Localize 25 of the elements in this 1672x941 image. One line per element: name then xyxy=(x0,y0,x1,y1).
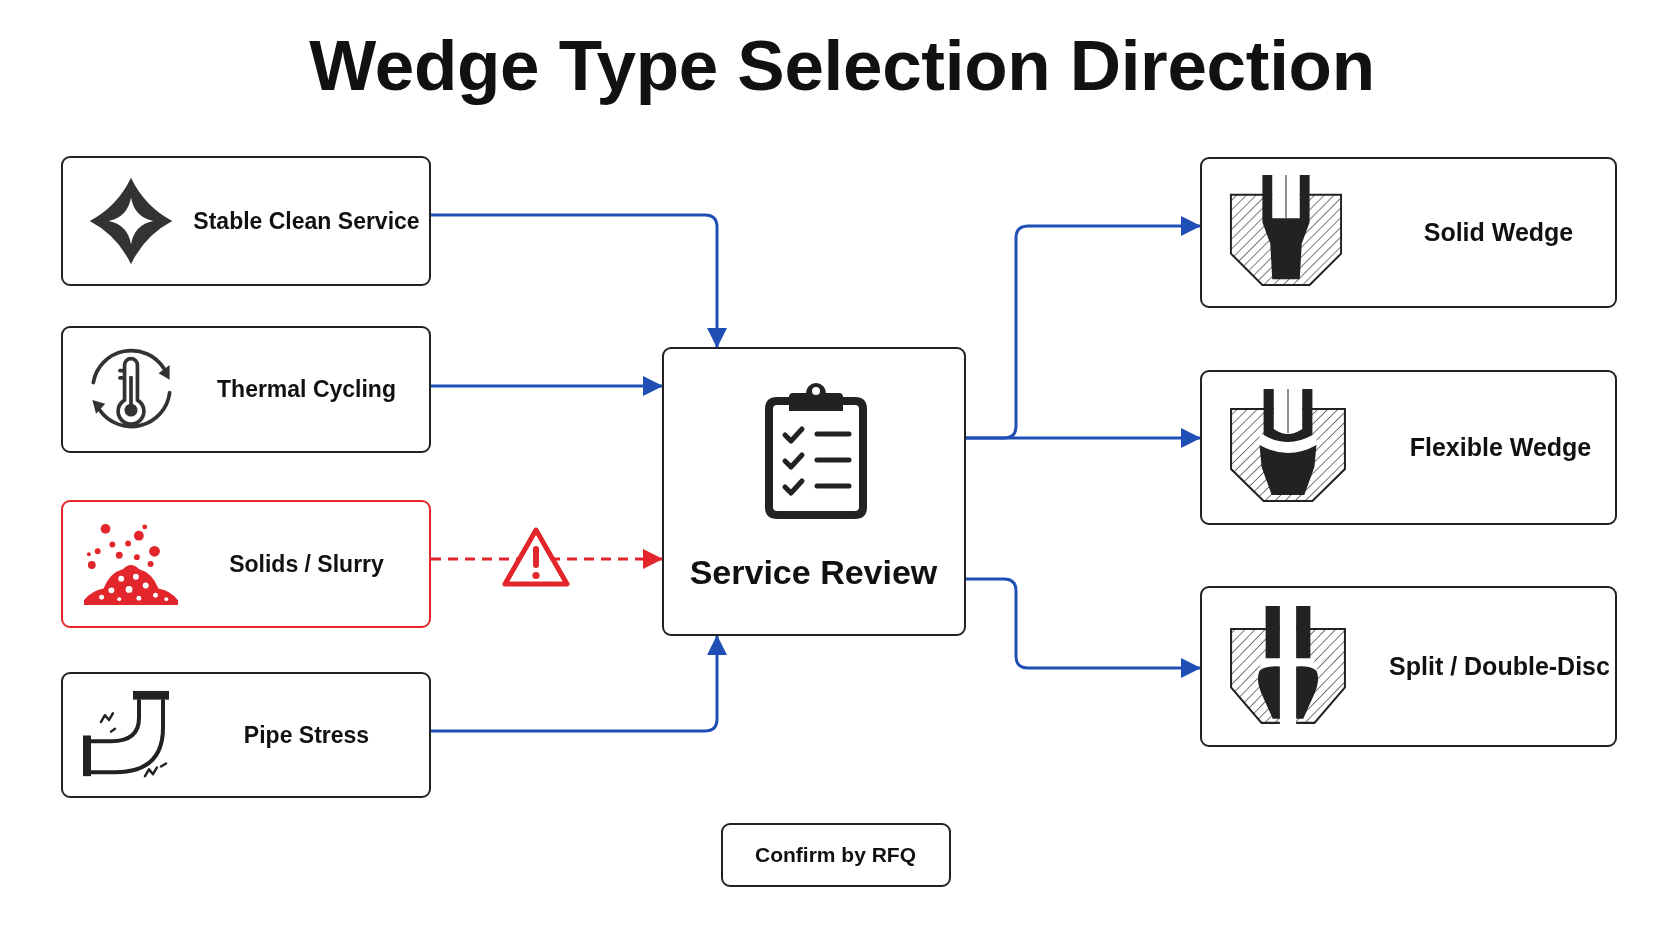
wedge-type-label: Solid Wedge xyxy=(1423,217,1574,246)
review-card xyxy=(662,347,966,636)
arrow xyxy=(431,376,663,396)
wedge-type-card xyxy=(1200,586,1617,747)
condition-card xyxy=(61,672,431,798)
arrow xyxy=(431,213,727,348)
review-label: Service Review xyxy=(689,552,938,593)
arrow xyxy=(966,577,1201,678)
dashed-arrow xyxy=(431,549,663,569)
condition-label: Solids / Slurry xyxy=(229,550,384,577)
condition-label: Pipe Stress xyxy=(243,721,370,748)
wedge-type-label: Split / Double-Disc xyxy=(1389,651,1610,680)
condition-label: Stable Clean Service xyxy=(193,207,420,234)
wedge-type-card xyxy=(1200,157,1617,308)
note-text: Confirm by RFQ xyxy=(755,842,916,867)
arrow xyxy=(431,635,727,733)
condition-label: Thermal Cycling xyxy=(217,375,396,402)
arrow xyxy=(966,428,1201,448)
diagram-title: Wedge Type Selection Direction xyxy=(309,26,1375,106)
alert-condition-card xyxy=(61,500,431,628)
wedge-type-label: Flexible Wedge xyxy=(1409,432,1592,461)
condition-card xyxy=(61,156,431,286)
wedge-type-card xyxy=(1200,370,1617,525)
note-card xyxy=(721,823,951,887)
condition-card xyxy=(61,326,431,453)
